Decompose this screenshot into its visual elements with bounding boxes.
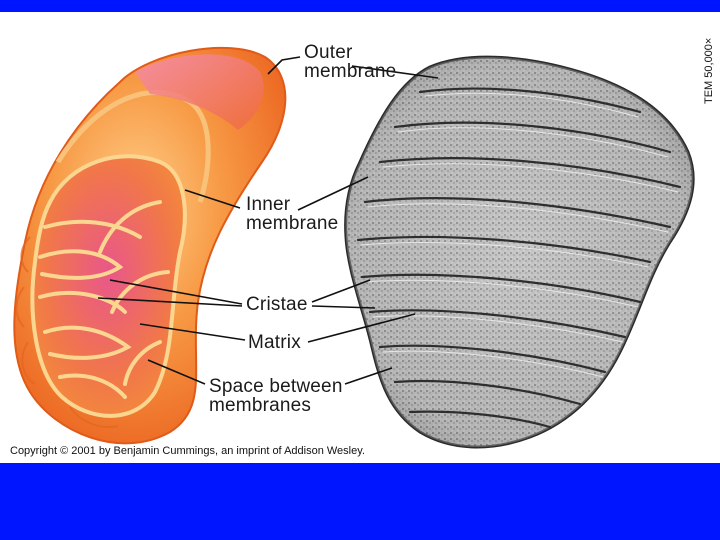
micrograph-shading (346, 57, 694, 447)
figure-panel: Outer membrane Inner membrane Cristae Ma… (0, 12, 720, 463)
label-outer-membrane: Outer membrane (304, 43, 396, 81)
magnification-label: TEM 50,000× (703, 38, 715, 104)
tem-micrograph (346, 57, 694, 447)
label-cristae: Cristae (246, 295, 308, 314)
inner-membrane-shape (32, 156, 184, 416)
copyright-text: Copyright © 2001 by Benjamin Cummings, a… (10, 445, 365, 457)
bottom-blue-bar (0, 463, 720, 540)
top-blue-bar (0, 0, 720, 12)
label-space-between-membranes: Space between membranes (209, 377, 343, 415)
label-matrix: Matrix (248, 333, 301, 352)
label-inner-membrane: Inner membrane (246, 195, 338, 233)
